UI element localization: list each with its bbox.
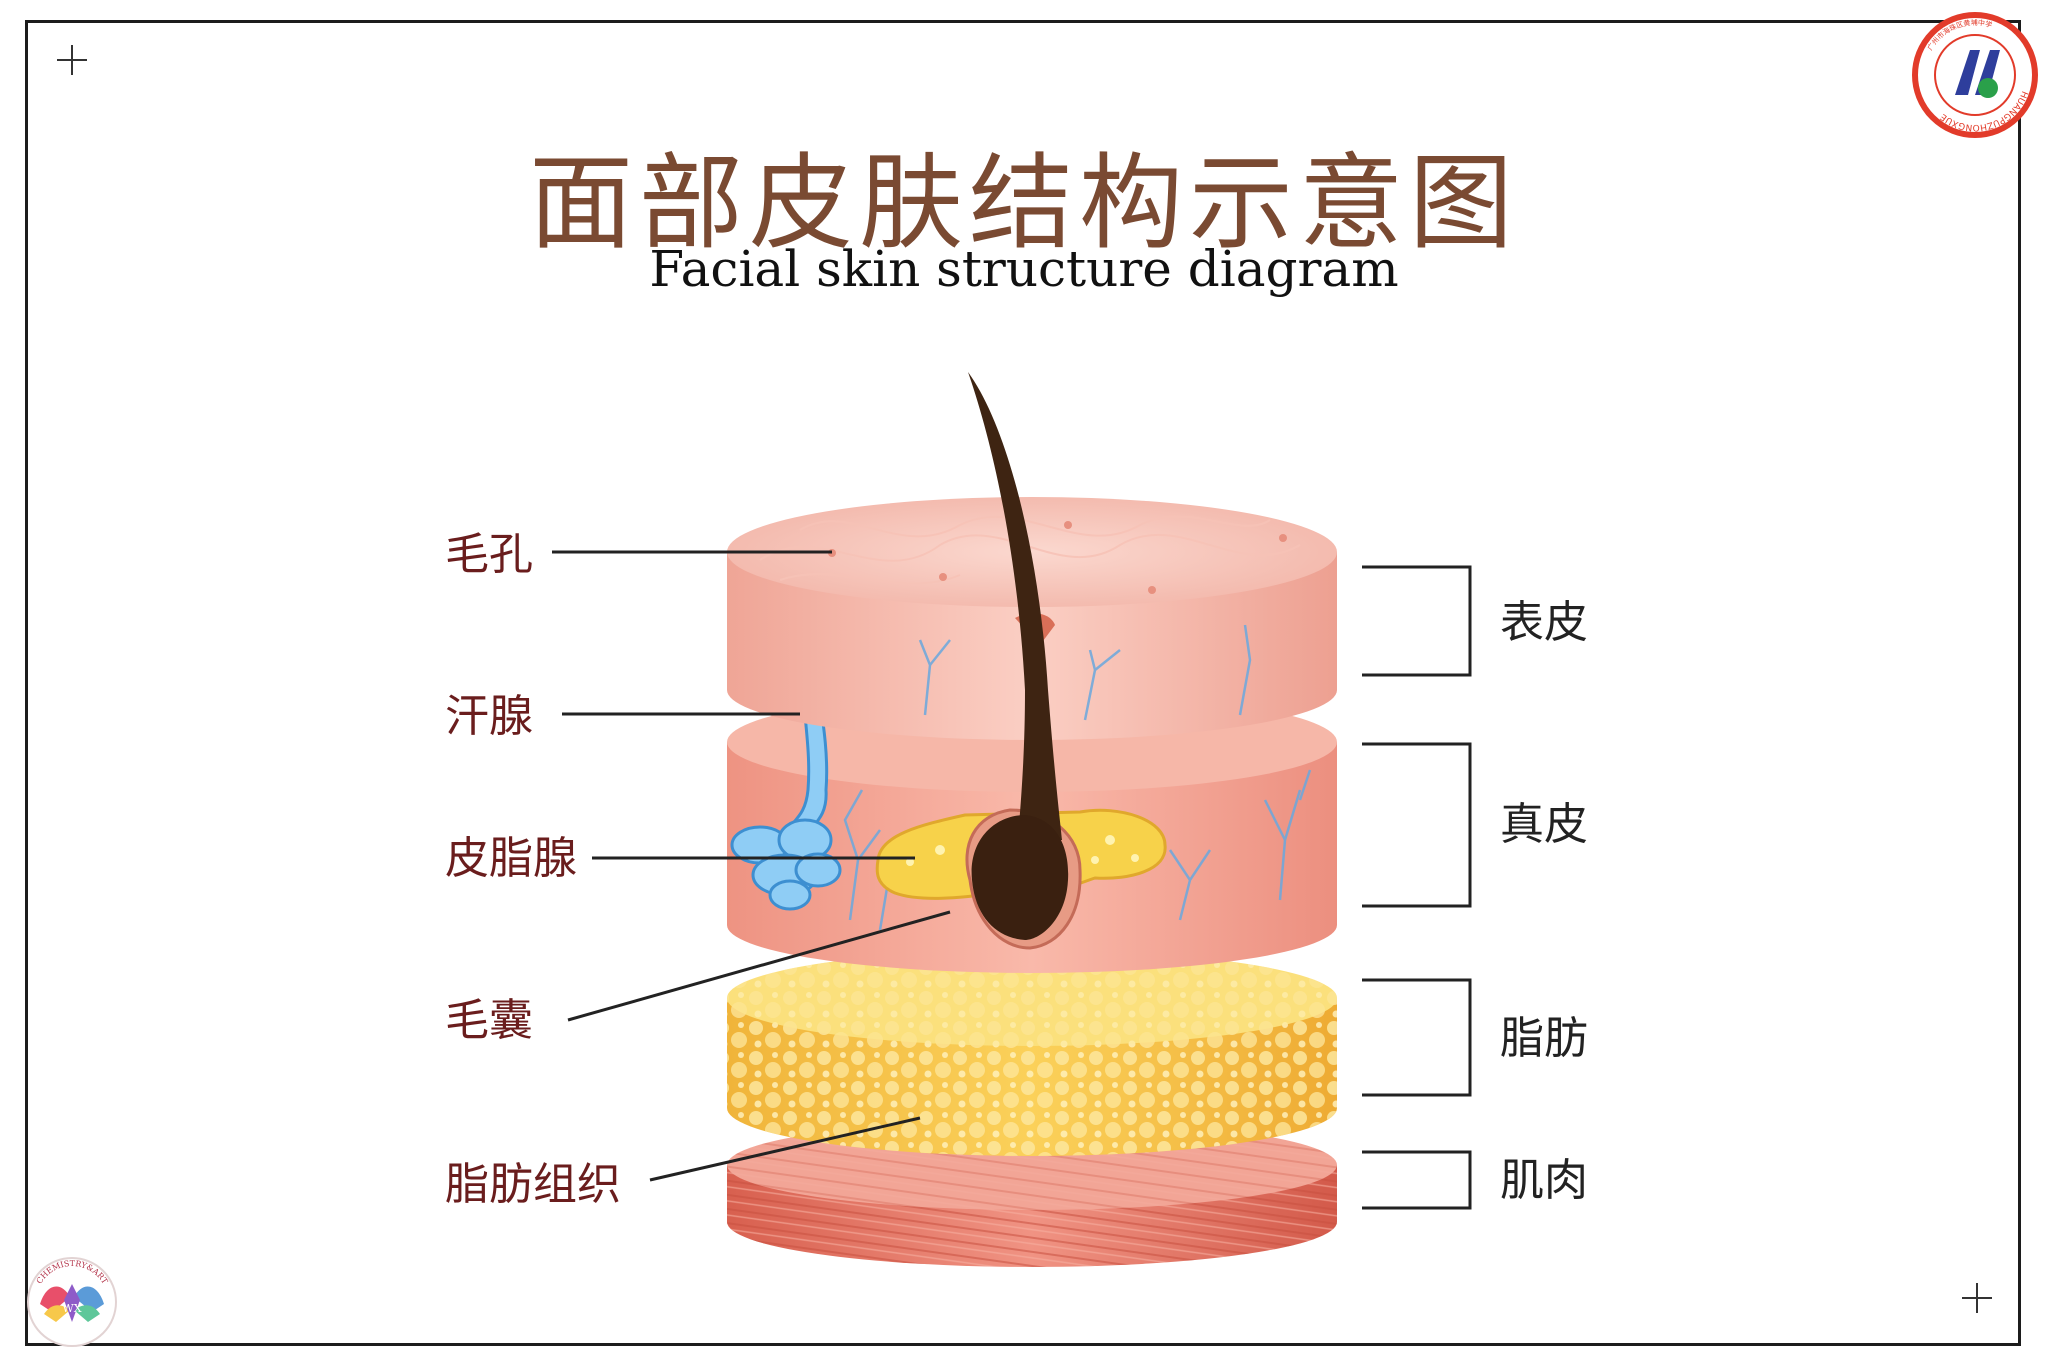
title-english: Facial skin structure diagram [649,240,1399,298]
leader-lines [552,550,951,1182]
label-sebaceous-gland: 皮脂腺 [445,833,577,884]
poster-frame [25,20,2021,1346]
fat-layer [727,950,1337,1156]
label-epidermis: 表皮 [1500,597,1588,648]
label-pore: 毛孔 [445,529,533,580]
label-sweat-gland: 汗腺 [445,691,533,742]
label-muscle: 肌肉 [1500,1155,1588,1206]
label-dermis: 真皮 [1500,799,1588,850]
school-logo: HUANGPUZHONGXUE 广州市海珠区黄埔中学 [1912,12,2038,138]
title-chinese: 面部皮肤结构示意图 [528,142,1519,264]
logo-left-mark: WX [62,1302,81,1315]
hair [968,372,1069,940]
layer-brackets [1362,565,1472,1210]
corner-crosshair-top-left [57,45,87,75]
chemistry-art-logo: WX CHEMISTRY&ART [27,1257,117,1347]
label-fat: 脂肪 [1500,1013,1588,1064]
corner-crosshair-bottom-right [1962,1283,1992,1313]
label-fat-tissue: 脂肪组织 [445,1159,621,1210]
label-hair-follicle: 毛囊 [445,995,533,1046]
